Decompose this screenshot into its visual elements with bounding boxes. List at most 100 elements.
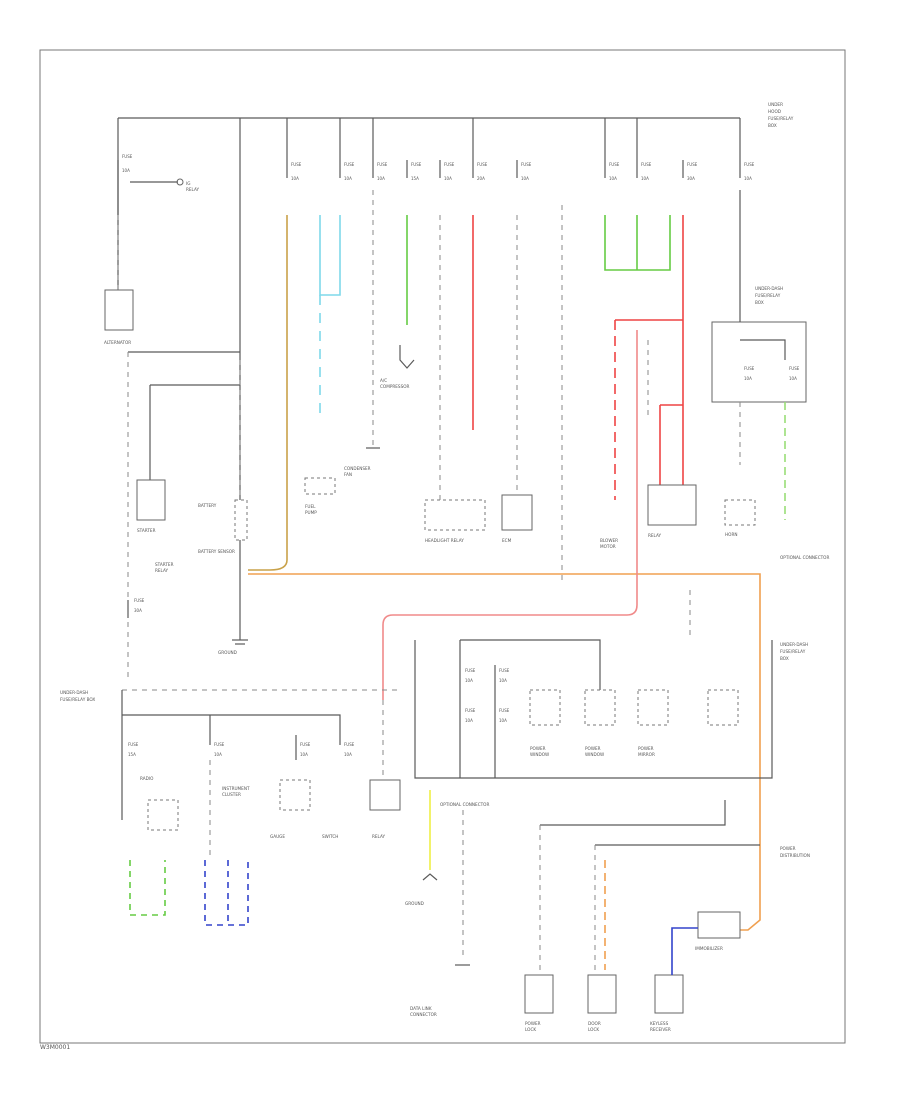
svg-text:SWITCH: SWITCH [322,834,338,839]
svg-text:FUEL: FUEL [305,504,316,509]
orange-wire-main [248,573,761,931]
svg-text:FUSE/RELAY: FUSE/RELAY [780,649,806,654]
svg-text:10A: 10A [744,176,752,181]
svg-text:BOX: BOX [768,123,777,128]
yellow-branch: GROUND [405,790,438,906]
tan-wire [248,215,288,571]
svg-text:FUSE: FUSE [128,742,139,747]
svg-text:FUSE: FUSE [122,154,133,159]
svg-text:CONDENSER: CONDENSER [344,466,371,471]
alternator-label: ALTERNATOR [104,340,131,345]
svg-text:BOX: BOX [780,656,789,661]
svg-text:FUSE: FUSE [134,598,145,603]
svg-text:MOTOR: MOTOR [600,544,616,549]
svg-text:RELAY: RELAY [186,187,200,192]
svg-text:30A: 30A [134,608,142,613]
diagram-frame [39,49,846,1044]
optional-connector-label-2: OPTIONAL CONNECTOR [440,802,489,807]
svg-text:LOCK: LOCK [588,1027,599,1032]
svg-text:HORN: HORN [725,532,738,537]
svg-text:FUSE: FUSE [344,742,355,747]
svg-text:10A: 10A [291,176,299,181]
svg-text:LOCK: LOCK [525,1027,536,1032]
svg-text:FUSE: FUSE [344,162,355,167]
svg-text:KEYLESS: KEYLESS [650,1021,669,1026]
svg-text:RELAY: RELAY [372,834,386,839]
svg-text:FUSE: FUSE [499,708,510,713]
svg-text:FUSE: FUSE [411,162,422,167]
svg-text:FUSE: FUSE [744,162,755,167]
svg-text:GAUGE: GAUGE [270,834,285,839]
alternator-branch: IG RELAY ALTERNATOR [104,178,200,345]
svg-text:FUSE: FUSE [444,162,455,167]
svg-text:FAN: FAN [344,472,352,477]
red-branch: HEADLIGHT RELAY [424,215,486,543]
svg-text:10A: 10A [499,718,507,723]
svg-text:DISTRIBUTION: DISTRIBUTION [780,853,810,858]
svg-text:BLOWER: BLOWER [600,538,618,543]
svg-text:10A: 10A [744,376,752,381]
svg-text:FUSE: FUSE [300,742,311,747]
svg-text:10A: 10A [521,176,529,181]
svg-text:FUSE: FUSE [477,162,488,167]
svg-text:10A: 10A [465,718,473,723]
svg-text:CLUSTER: CLUSTER [222,792,241,797]
gray-branch: ECM [501,215,533,543]
svg-text:10A: 10A [444,176,452,181]
svg-text:10A: 10A [214,752,222,757]
svg-text:FUSE: FUSE [377,162,388,167]
svg-text:FUSE/RELAY BOX: FUSE/RELAY BOX [60,697,95,702]
svg-text:FUSE: FUSE [465,708,476,713]
svg-text:POWER: POWER [525,1021,541,1026]
svg-text:ECM: ECM [502,538,512,543]
ground-branch: CONDENSER FAN [344,190,380,477]
svg-text:10A: 10A [300,752,308,757]
svg-text:DOOR: DOOR [588,1021,601,1026]
svg-text:A/C: A/C [380,378,387,383]
battery-sensor-label: BATTERY SENSOR [198,549,235,554]
svg-text:10A: 10A [377,176,385,181]
svg-text:STARTER: STARTER [137,528,156,533]
svg-text:UNDER-DASH: UNDER-DASH [755,286,783,291]
svg-text:POWER: POWER [780,846,796,851]
svg-text:UNDER-DASH: UNDER-DASH [60,690,88,695]
svg-text:BOX: BOX [755,300,764,305]
alternator-box [104,289,134,331]
svg-text:IG: IG [186,181,190,186]
svg-text:GROUND: GROUND [405,901,424,906]
svg-text:15A: 15A [411,176,419,181]
svg-text:10A: 10A [499,678,507,683]
optional-connector-label-1: OPTIONAL CONNECTOR [780,555,829,560]
svg-text:POWER: POWER [585,746,601,751]
svg-text:HEADLIGHT RELAY: HEADLIGHT RELAY [425,538,464,543]
top-power-bus [117,117,741,560]
svg-text:FUSE: FUSE [214,742,225,747]
svg-text:FUSE: FUSE [499,668,510,673]
svg-text:RECEIVER: RECEIVER [650,1027,671,1032]
svg-text:FUSE: FUSE [641,162,652,167]
svg-text:10A: 10A [122,168,130,173]
svg-text:FUSE/RELAY: FUSE/RELAY [755,293,781,298]
svg-text:STARTER: STARTER [155,562,174,567]
svg-text:15A: 15A [128,752,136,757]
svg-text:UNDER-DASH: UNDER-DASH [780,642,808,647]
svg-text:POWER: POWER [638,746,654,751]
page-code: W3M0001 [40,1044,71,1051]
svg-text:INSTRUMENT: INSTRUMENT [222,786,250,791]
svg-text:RELAY: RELAY [648,533,662,538]
svg-text:WINDOW: WINDOW [585,752,604,757]
svg-text:20A: 20A [477,176,485,181]
svg-text:10A: 10A [344,752,352,757]
svg-text:WINDOW: WINDOW [530,752,549,757]
svg-text:POWER: POWER [530,746,546,751]
lower-left-bus: UNDER-DASH FUSE/RELAY BOX FUSE 15A FUSE 10… [60,689,400,820]
svg-text:FUSE: FUSE [744,366,755,371]
svg-text:10A: 10A [789,376,797,381]
